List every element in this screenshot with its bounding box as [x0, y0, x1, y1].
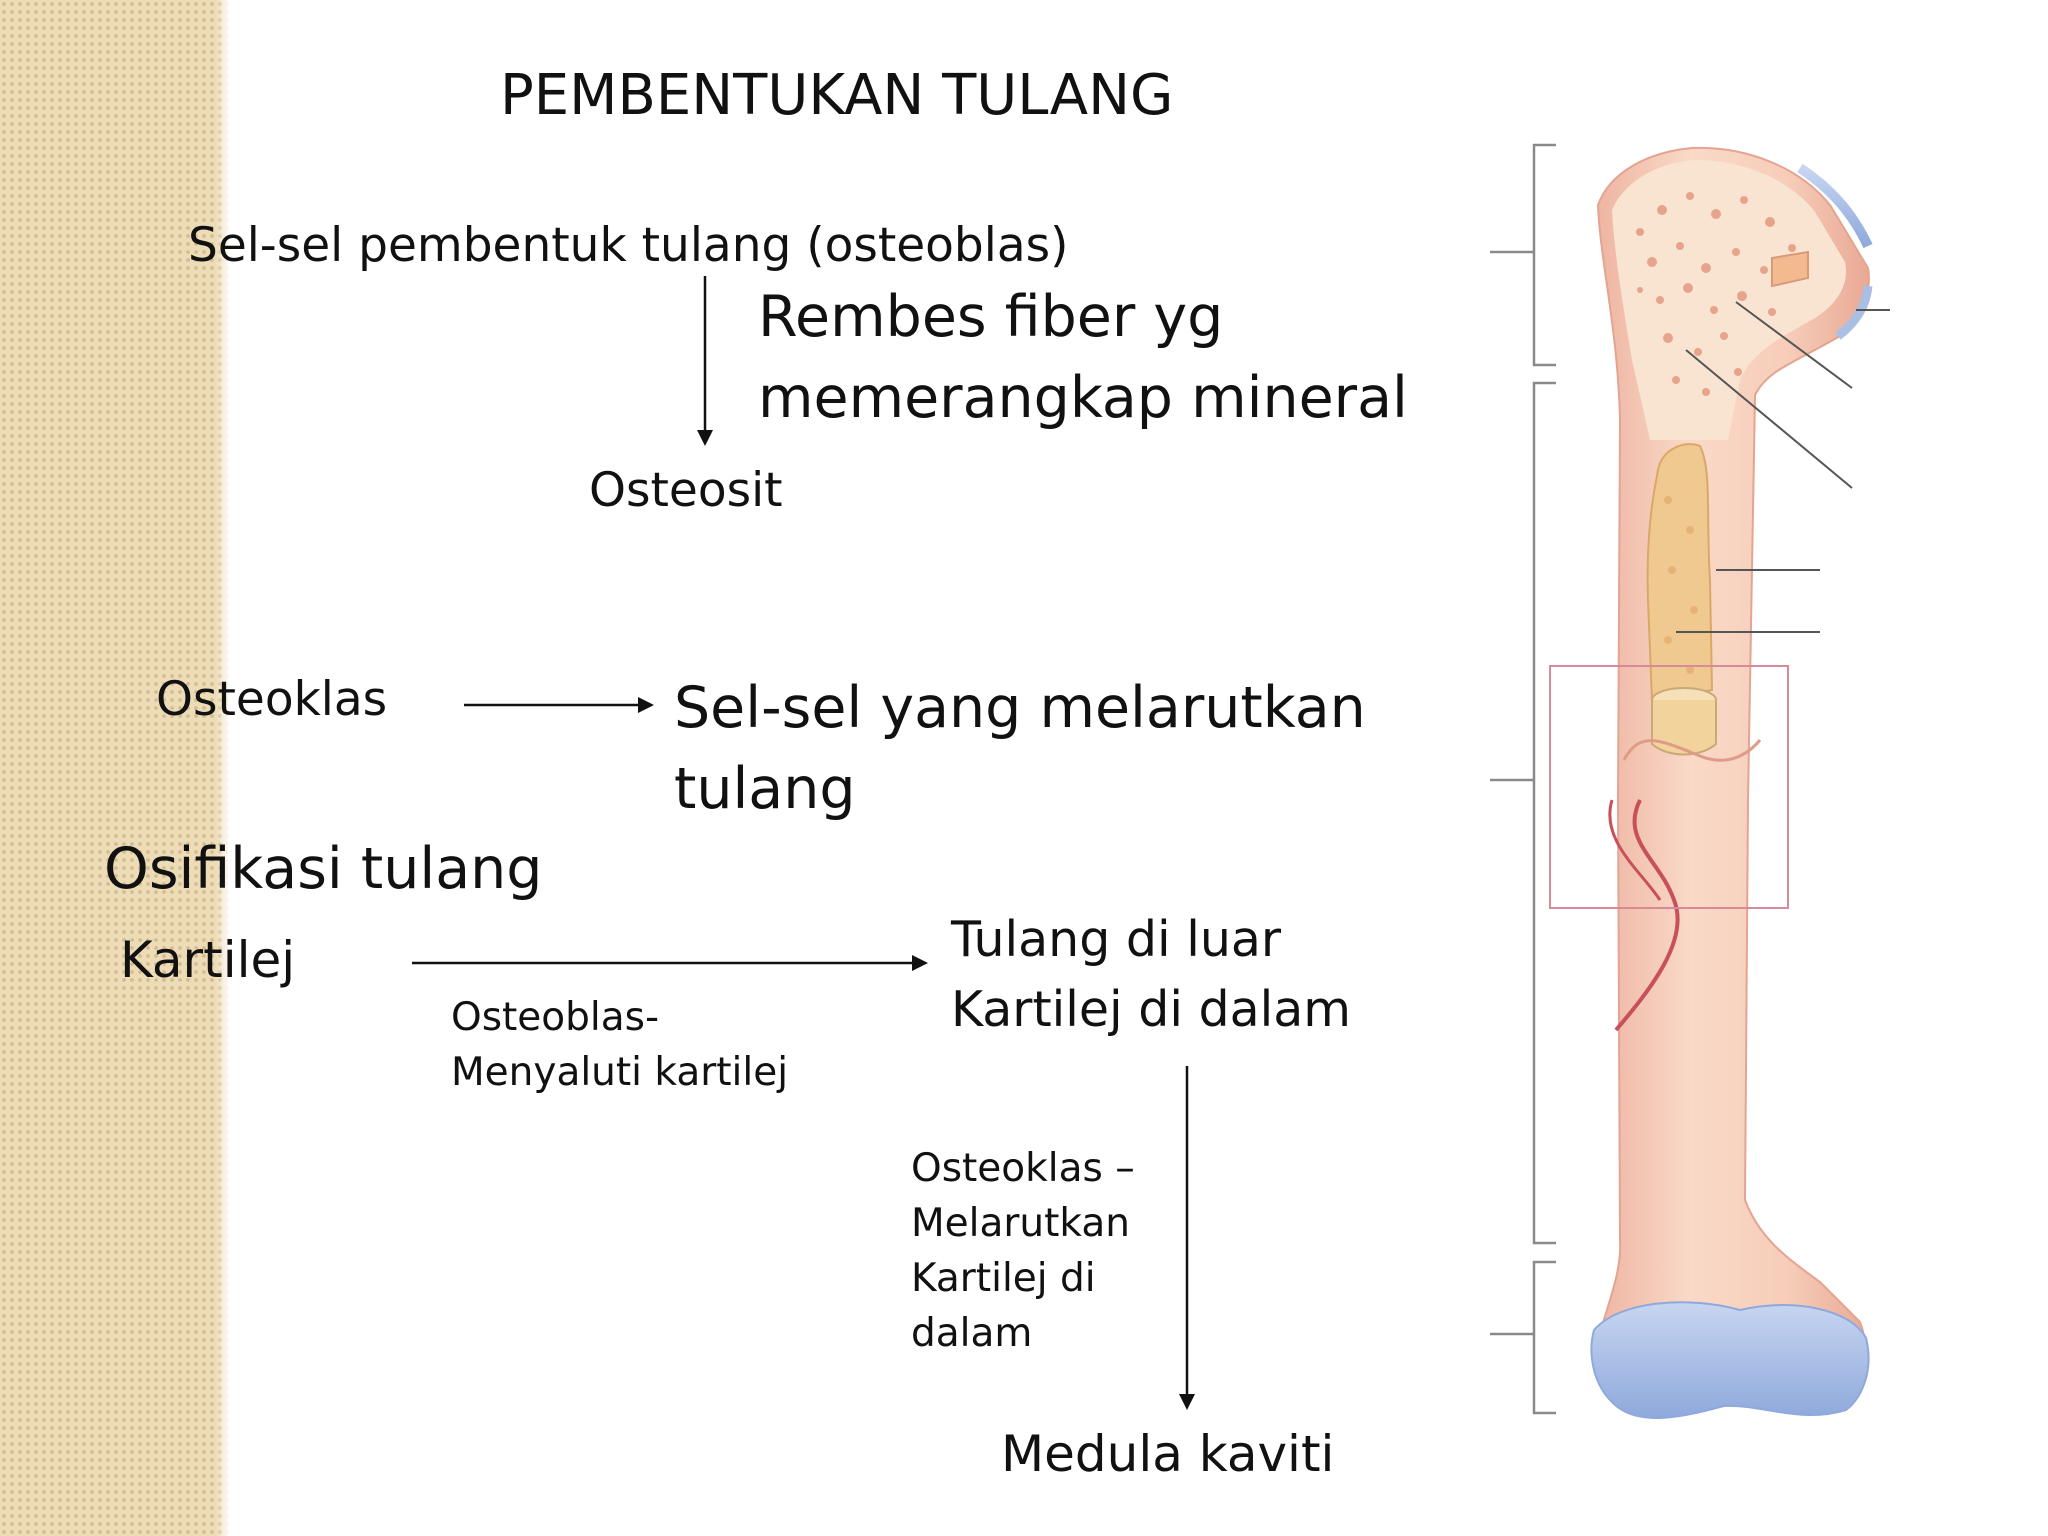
arrow-head-right-1 — [638, 697, 654, 713]
cartilage-process-line-2: Menyaluti kartilej — [451, 1050, 789, 1095]
dissolve-process-line-3: Kartilej di — [911, 1256, 1096, 1301]
periosteum-flap — [1622, 739, 1762, 762]
decorative-sidebar — [0, 0, 228, 1536]
final-result: Medula kaviti — [1001, 1425, 1335, 1483]
marrow-texture — [1664, 496, 1698, 674]
label-pointer-lines — [1676, 301, 1890, 633]
distal-articular-cartilage — [1590, 1301, 1870, 1419]
spongy-pores — [1636, 192, 1796, 396]
spongy-bone — [1612, 160, 1847, 440]
osteoblast-label: Sel-sel pembentuk tulang (osteoblas) — [188, 218, 1069, 273]
dissolve-process-line-2: Melarutkan — [911, 1201, 1130, 1246]
region-brackets — [1490, 143, 1556, 1415]
arrow-head-down-1 — [697, 430, 713, 446]
nutrient-artery — [1614, 799, 1680, 1032]
detail-highlight-box — [1549, 665, 1789, 909]
proximal-notch — [1771, 250, 1809, 288]
dissolve-process-line-4: dalam — [911, 1311, 1033, 1356]
osteocyte-label: Osteosit — [589, 463, 783, 518]
osteoclast-result-line-2: tulang — [674, 756, 856, 822]
cartilage-label: Kartilej — [120, 931, 296, 989]
slide-title: PEMBENTUKAN TULANG — [500, 63, 1174, 128]
cut-section-side — [1651, 700, 1717, 756]
cartilage-result-line-2: Kartilej di dalam — [951, 981, 1352, 1038]
ossification-heading: Osifikasi tulang — [104, 836, 543, 902]
fiber-note-line-2: memerangkap mineral — [758, 365, 1408, 431]
pointer-spongy-bone — [1735, 301, 1853, 389]
dissolve-process-line-1: Osteoklas – — [911, 1146, 1135, 1191]
proximal-articular-cartilage-lower — [1835, 285, 1873, 340]
sidebar-fade — [216, 0, 230, 1536]
medullary-marrow — [1646, 443, 1714, 702]
fiber-note-line-1: Rembes fiber yg — [758, 284, 1224, 350]
arrow-head-right-2 — [912, 955, 928, 971]
osteoclast-result-line-1: Sel-sel yang melarutkan — [674, 675, 1366, 741]
bracket-diaphysis — [1532, 381, 1556, 1245]
proximal-articular-cartilage — [1797, 163, 1873, 249]
bracket-distal-epiphysis — [1532, 1260, 1556, 1415]
cartilage-process-line-1: Osteoblas- — [451, 995, 660, 1040]
osteoclast-label: Osteoklas — [156, 672, 388, 727]
cartilage-result-line-1: Tulang di luar — [951, 911, 1282, 968]
pointer-epiphyseal-line — [1685, 349, 1853, 489]
nutrient-artery-branch — [1608, 799, 1662, 901]
bracket-proximal-epiphysis — [1532, 143, 1556, 367]
arrow-head-down-2 — [1179, 1394, 1195, 1410]
